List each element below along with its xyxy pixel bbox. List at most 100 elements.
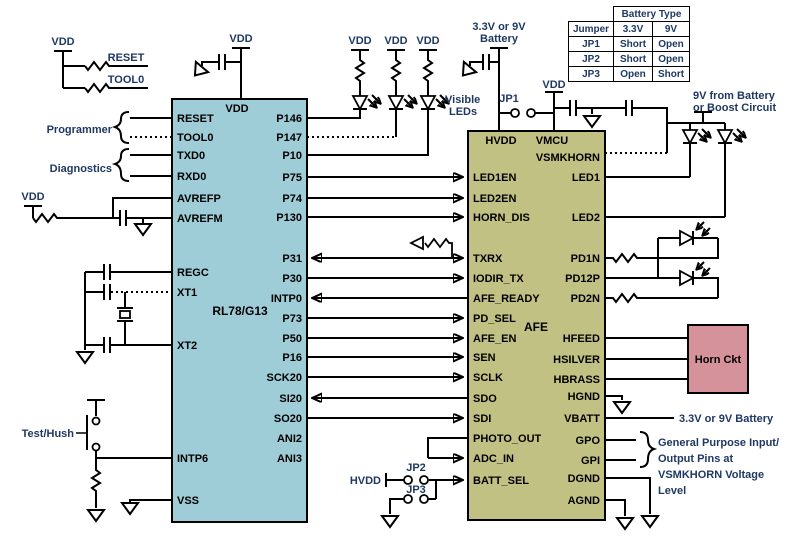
pin-label: XT1 xyxy=(177,287,197,299)
table-cell: Open xyxy=(652,36,690,52)
programmer-label: Programmer xyxy=(47,124,113,136)
led-icons xyxy=(352,94,745,144)
jumper-jp3[interactable] xyxy=(389,494,436,514)
table-title: Battery Type xyxy=(613,6,690,22)
afe-pin-labels: HVDD VMCU LED1EN LED2EN HORN_DIS TXRX IO… xyxy=(473,135,600,507)
mcu-name: RL78/G13 xyxy=(212,304,268,318)
pin-label: SCLK xyxy=(473,372,503,384)
table-cell: JP1 xyxy=(568,36,614,52)
pin-label: LED2 xyxy=(572,212,600,224)
pin-label: SCK20 xyxy=(267,372,302,384)
pin-label: P16 xyxy=(282,352,302,364)
pin-label: INTP6 xyxy=(177,453,208,465)
table-header: 3.3V xyxy=(613,21,653,37)
pin-label: P75 xyxy=(282,172,302,184)
battery-jumper-table: Battery Type Jumper 3.3V 9V JP1 Short Op… xyxy=(568,6,690,82)
pin-label: HGND xyxy=(568,391,600,403)
pin-label: LED1EN xyxy=(473,172,516,184)
table-cell: Open xyxy=(613,66,653,82)
pin-label: SO20 xyxy=(274,413,302,425)
gpio-note: General Purpose Input/ xyxy=(658,437,779,449)
arrow-wires xyxy=(307,177,468,480)
table-cell: Open xyxy=(652,51,690,67)
pin-label: AFE_READY xyxy=(473,293,540,305)
table-cell: Short xyxy=(652,66,690,82)
pin-label: BATT_SEL xyxy=(473,475,529,487)
pin-label: P10 xyxy=(282,150,302,162)
vdd-label: VDD xyxy=(21,191,44,203)
pin-label: P146 xyxy=(276,113,302,125)
jumper-jp1[interactable] xyxy=(499,108,554,118)
pin-label: TOOL0 xyxy=(177,132,213,144)
pin-label: VDD xyxy=(225,103,248,115)
visible-leds-label: LEDs xyxy=(449,106,477,118)
pin-label: INTP0 xyxy=(271,293,302,305)
vdd-label: VDD xyxy=(229,33,252,45)
pin-label: VSMKHORN xyxy=(536,152,600,164)
annotations: VDD RESET TOOL0 Programmer Diagnostics V… xyxy=(21,21,779,497)
vdd-label: VDD xyxy=(384,35,407,47)
boost-label: 9V from Battery xyxy=(693,90,776,102)
table-row: JP2 Short Open xyxy=(568,51,690,67)
boost-label: or Boost Circuit xyxy=(693,102,776,114)
pin-label: P73 xyxy=(282,313,302,325)
pin-label: AGND xyxy=(568,495,600,507)
vdd-label: VDD xyxy=(348,35,371,47)
pin-label: P147 xyxy=(276,132,302,144)
pin-label: PD1N xyxy=(571,253,600,265)
pin-label: HVDD xyxy=(485,135,516,147)
pin-label: RXD0 xyxy=(177,171,206,183)
pin-label: HSILVER xyxy=(553,354,600,366)
horn-circuit-block xyxy=(687,324,749,394)
gpio-note: Output Pins at xyxy=(658,453,734,465)
hvdd-label: HVDD xyxy=(350,475,381,487)
pin-label: IODIR_TX xyxy=(473,273,524,285)
signal-wires xyxy=(32,48,726,516)
pin-label: AFE_EN xyxy=(473,333,516,345)
pin-label: GPI xyxy=(581,455,600,467)
table-header: Jumper xyxy=(568,21,614,37)
table-cell: Short xyxy=(613,51,653,67)
afe-name: AFE xyxy=(524,320,548,334)
open-arrow-icon xyxy=(408,235,424,251)
pin-label: DGND xyxy=(568,473,600,485)
mcu-chip xyxy=(171,98,308,523)
table-cell: Short xyxy=(613,36,653,52)
pin-label: ADC_IN xyxy=(473,453,514,465)
pin-label: TXD0 xyxy=(177,150,205,162)
pin-label: VSS xyxy=(177,495,199,507)
reset-net-label: RESET xyxy=(108,52,145,64)
visible-leds-label: Visible xyxy=(445,94,480,106)
pin-label: HORN_DIS xyxy=(473,212,530,224)
jp2-label: JP2 xyxy=(406,462,426,474)
pin-label: SDI xyxy=(473,413,491,425)
pin-label: P50 xyxy=(282,333,302,345)
test-hush-button[interactable] xyxy=(76,415,101,452)
pin-label: HFEED xyxy=(563,333,600,345)
pin-label: SDO xyxy=(473,393,497,405)
gpio-note: Level xyxy=(658,485,686,497)
pin-label: LED2EN xyxy=(473,193,516,205)
pin-label: XT2 xyxy=(177,340,197,352)
jumper-jp2[interactable] xyxy=(385,473,437,499)
horn-label: Horn Ckt xyxy=(695,354,742,366)
table-cell: JP3 xyxy=(568,66,614,82)
pin-label: PD_SEL xyxy=(473,313,516,325)
pin-label: VBATT xyxy=(564,413,600,425)
pin-label: P130 xyxy=(276,212,302,224)
pin-label: ANI2 xyxy=(277,433,302,445)
battery-label: 3.3V or 9V xyxy=(472,21,526,33)
pin-label: P74 xyxy=(282,193,302,205)
battery-label: Battery xyxy=(480,33,519,45)
pin-label: TXRX xyxy=(473,253,503,265)
pin-label: PD12P xyxy=(565,273,600,285)
table-cell: JP2 xyxy=(568,51,614,67)
diagnostics-label: Diagnostics xyxy=(50,163,112,175)
jp1-label: JP1 xyxy=(499,93,519,105)
afe-chip xyxy=(467,130,606,521)
pin-label: HBRASS xyxy=(554,374,600,386)
pin-label: REGC xyxy=(177,267,209,279)
pin-label: SEN xyxy=(473,352,496,364)
photodiode-icons xyxy=(679,221,711,286)
